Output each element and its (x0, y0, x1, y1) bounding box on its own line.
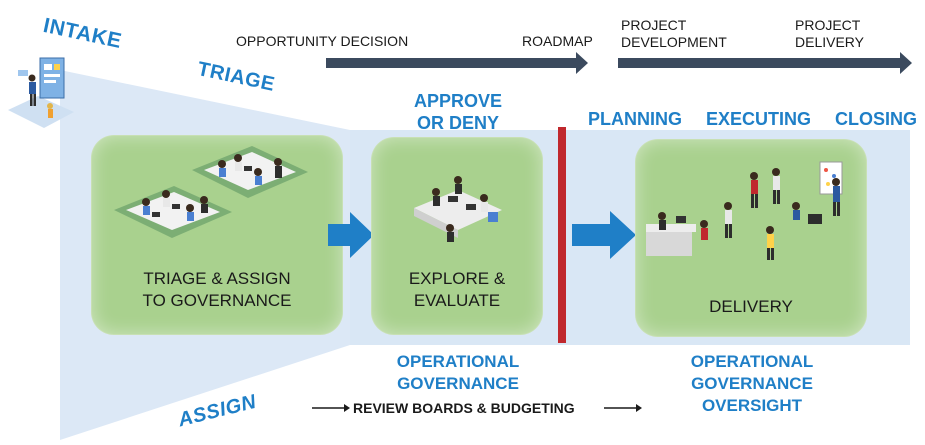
operational-governance-oversight-label: OPERATIONAL GOVERNANCE OVERSIGHT (690, 352, 814, 415)
roadmap-label: ROADMAP (522, 33, 593, 49)
review-arrow-left (312, 404, 350, 412)
office-illustration (114, 146, 308, 238)
operational-governance-label: OPERATIONAL GOVERNANCE (396, 352, 520, 393)
triage-assign-box: TRIAGE & ASSIGN TO GOVERNANCE (92, 136, 342, 334)
delivery-box: DELIVERY (636, 140, 866, 336)
executing-header: EXECUTING (706, 109, 812, 129)
flow-arrow-2 (572, 211, 636, 259)
desk-illustration (414, 176, 502, 242)
timeline-arrow-left (326, 52, 588, 74)
explore-evaluate-label: EXPLORE & EVALUATE (408, 269, 506, 310)
divider-line (558, 127, 566, 343)
timeline-arrow-right (618, 52, 912, 74)
explore-evaluate-box: EXPLORE & EVALUATE (372, 138, 542, 334)
intake-illustration (8, 57, 74, 128)
delivery-label: DELIVERY (709, 297, 793, 316)
project-development-label: PROJECT DEVELOPMENT (621, 17, 727, 50)
planning-header: PLANNING (588, 109, 682, 129)
project-delivery-label: PROJECT DELIVERY (795, 17, 864, 50)
triage-assign-label: TRIAGE & ASSIGN TO GOVERNANCE (142, 269, 292, 310)
opportunity-decision-label: OPPORTUNITY DECISION (236, 33, 409, 49)
closing-header: CLOSING (835, 109, 918, 129)
team-illustration (646, 161, 843, 260)
approve-or-deny-header: APPROVE OR DENY (413, 91, 503, 133)
flow-arrow-1 (328, 212, 374, 258)
review-boards-label: REVIEW BOARDS & BUDGETING (353, 400, 575, 416)
review-arrow-right (604, 404, 642, 412)
